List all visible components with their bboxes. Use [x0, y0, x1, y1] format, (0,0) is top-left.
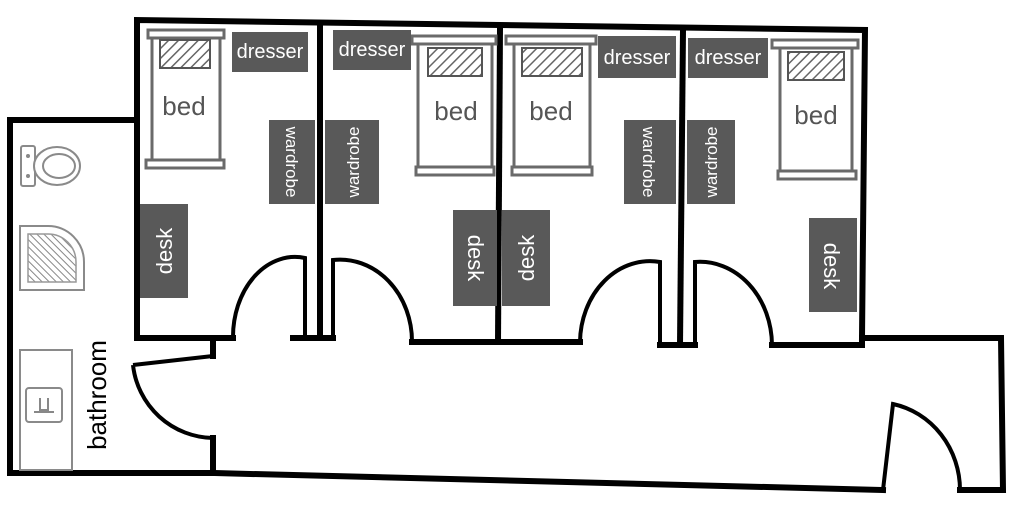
wardrobe-2-label: wardrobe [344, 127, 363, 199]
room-divider-3 [676, 26, 687, 349]
wardrobe-3: wardrobe [624, 120, 676, 204]
walls [7, 16, 1007, 494]
bed-1: bed [144, 28, 226, 170]
dresser-2-label: dresser [339, 39, 406, 61]
desk-2: desk [453, 210, 497, 306]
bed-3-label: bed [529, 96, 572, 126]
dresser-3: dresser [598, 36, 676, 78]
room-4-door [693, 259, 774, 346]
bed-4-label: bed [794, 100, 837, 130]
desk-3: desk [502, 210, 550, 306]
dresser-4: dresser [688, 38, 768, 78]
sink-icon [19, 349, 73, 471]
bathroom-label: bathroom [82, 340, 112, 450]
bed-4: bed [770, 38, 860, 181]
desk-4: desk [809, 218, 857, 312]
room-2-door [331, 257, 415, 343]
bed-1-label: bed [162, 91, 205, 121]
bathroom-outer-wall [7, 117, 216, 476]
wardrobe-1-label: wardrobe [282, 126, 301, 198]
doors [131, 254, 962, 491]
bed-3: bed [504, 34, 598, 177]
dresser-4-label: dresser [695, 47, 762, 69]
shower-icon [19, 225, 85, 291]
bedroom-block-outer-wall [134, 16, 869, 342]
desk-1-label: desk [152, 227, 177, 274]
bathroom-door [131, 354, 214, 440]
toilet-icon [20, 145, 81, 187]
room-3-door [578, 259, 662, 345]
entry-door [881, 401, 962, 491]
corridor-wall-5 [769, 335, 1007, 493]
room-1-door [230, 254, 307, 340]
dresser-1-label: dresser [237, 41, 304, 63]
wardrobe-4-label: wardrobe [702, 127, 721, 199]
dresser-1: dresser [232, 32, 308, 72]
bed-2-label: bed [434, 96, 477, 126]
bed-2: bed [410, 34, 498, 177]
wardrobe-2: wardrobe [325, 120, 379, 204]
room-divider-2 [494, 24, 504, 346]
desk-4-label: desk [819, 243, 844, 290]
desk-1: desk [140, 204, 188, 298]
dresser-2: dresser [333, 30, 411, 70]
dresser-3-label: dresser [604, 47, 671, 69]
corridor-bottom-wall [209, 469, 887, 494]
desk-3-label: desk [514, 234, 539, 281]
wardrobe-3-label: wardrobe [639, 126, 658, 198]
wardrobe-4: wardrobe [687, 120, 735, 204]
desk-2-label: desk [463, 235, 488, 282]
wardrobe-1: wardrobe [269, 120, 315, 204]
